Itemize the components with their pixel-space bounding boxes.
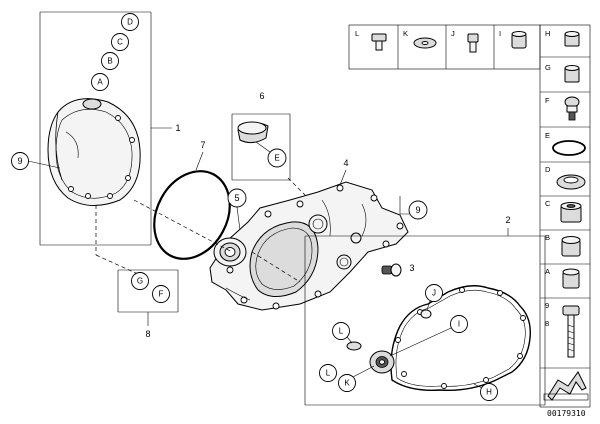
svg-text:4: 4 bbox=[343, 158, 348, 168]
legend-top-row: L K J I bbox=[348, 24, 541, 70]
arrow-icon bbox=[543, 371, 589, 401]
legend-item-A: A bbox=[545, 267, 580, 289]
callout-cover-C: C bbox=[111, 33, 129, 51]
legend-right-column: H G F E D C bbox=[539, 24, 591, 408]
label-8: 8 bbox=[145, 329, 150, 339]
clutch-cover bbox=[47, 98, 141, 206]
washer bbox=[346, 341, 362, 351]
svg-text:J: J bbox=[451, 29, 455, 38]
callout-5: 5 bbox=[227, 188, 247, 231]
callout-cover-A: A bbox=[91, 73, 109, 91]
svg-text:H: H bbox=[486, 388, 492, 397]
svg-text:E: E bbox=[274, 154, 279, 163]
label-1: 1 bbox=[175, 123, 180, 133]
o-ring-7: 7 bbox=[153, 140, 231, 260]
svg-text:2: 2 bbox=[505, 215, 510, 225]
svg-text:L: L bbox=[326, 369, 331, 378]
legend-item-E: E bbox=[545, 131, 586, 156]
svg-text:G: G bbox=[137, 277, 143, 286]
clutch-cover-group: D C B A 9 bbox=[11, 11, 181, 276]
callout-gasket-K: K bbox=[338, 365, 375, 392]
svg-text:G: G bbox=[545, 63, 551, 72]
svg-text:L: L bbox=[355, 29, 359, 38]
engine-case-cover-4: 4 bbox=[209, 158, 409, 311]
svg-text:3: 3 bbox=[409, 263, 414, 273]
svg-text:8: 8 bbox=[545, 319, 549, 328]
svg-text:9: 9 bbox=[545, 301, 549, 310]
reference-number: 00179310 bbox=[547, 409, 586, 418]
svg-text:D: D bbox=[545, 165, 551, 174]
legend-item-C: C bbox=[545, 199, 582, 223]
legend-item-H: H bbox=[545, 29, 580, 47]
sub-group-8: G F 8 bbox=[117, 269, 179, 339]
legend-item-9-8-screw: 9 8 bbox=[545, 301, 580, 358]
svg-text:9: 9 bbox=[17, 156, 22, 166]
callout-left-9: 9 bbox=[11, 152, 61, 170]
callout-gasket-L1: L bbox=[332, 322, 353, 344]
svg-text:B: B bbox=[545, 233, 550, 242]
group-frame-1 bbox=[39, 11, 108, 246]
callout-cover-D: D bbox=[121, 13, 139, 31]
svg-text:7: 7 bbox=[200, 140, 205, 150]
legend-item-D: D bbox=[545, 165, 586, 190]
callout-right-9: 9 bbox=[399, 196, 428, 220]
svg-text:L: L bbox=[339, 327, 344, 336]
svg-text:D: D bbox=[127, 18, 133, 27]
svg-text:C: C bbox=[545, 199, 551, 208]
legend-item-F: F bbox=[545, 96, 580, 121]
svg-text:J: J bbox=[432, 289, 436, 298]
svg-text:I: I bbox=[458, 320, 460, 329]
callout-gasket-H: H bbox=[473, 383, 498, 401]
legend-item-K: K bbox=[403, 29, 437, 49]
svg-text:K: K bbox=[344, 379, 350, 388]
svg-text:E: E bbox=[545, 131, 550, 140]
legend-item-L: L bbox=[355, 29, 387, 51]
plug-3: 3 bbox=[381, 263, 415, 277]
svg-text:9: 9 bbox=[415, 205, 420, 215]
shaft-seal-5: 5 bbox=[213, 188, 247, 267]
cap-group-6: 6 E bbox=[231, 91, 291, 181]
callout-sub-F: F bbox=[152, 285, 170, 303]
svg-text:6: 6 bbox=[259, 91, 264, 101]
callout-cover-B: B bbox=[101, 52, 119, 70]
legend-item-G: G bbox=[545, 63, 580, 83]
callout-gasket-L2: L bbox=[319, 364, 337, 382]
svg-text:C: C bbox=[117, 38, 123, 47]
svg-text:B: B bbox=[107, 57, 112, 66]
callout-cap-E: E bbox=[255, 141, 287, 168]
gasket-group-2: 2 J I bbox=[304, 215, 546, 406]
svg-text:F: F bbox=[159, 290, 164, 299]
cover-gasket bbox=[390, 285, 531, 391]
svg-text:I: I bbox=[499, 29, 501, 38]
rubber-cap bbox=[237, 121, 269, 144]
legend-item-B: B bbox=[545, 233, 581, 257]
legend-item-I: I bbox=[499, 29, 527, 49]
svg-text:A: A bbox=[97, 78, 103, 87]
svg-text:H: H bbox=[545, 29, 550, 38]
callout-sub-G: G bbox=[131, 272, 149, 290]
shaft-seal-small bbox=[369, 350, 395, 374]
svg-text:5: 5 bbox=[234, 193, 239, 203]
svg-text:A: A bbox=[545, 267, 550, 276]
callout-gasket-J: J bbox=[425, 284, 443, 311]
callout-gasket-I: I bbox=[389, 315, 468, 357]
svg-text:K: K bbox=[403, 29, 408, 38]
legend-item-J: J bbox=[451, 29, 479, 53]
svg-text:F: F bbox=[545, 96, 550, 105]
